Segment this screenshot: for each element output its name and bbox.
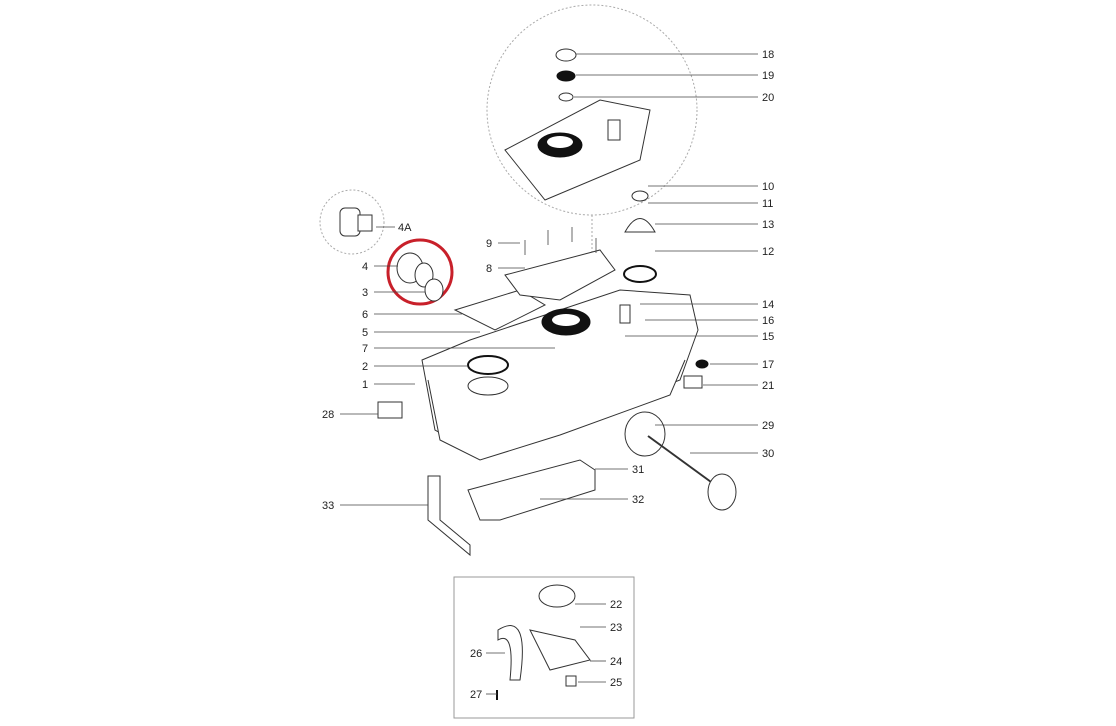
label-9: 9 (486, 238, 492, 250)
label-33: 33 (322, 500, 334, 512)
hinge-parts (496, 584, 591, 700)
detail-valve-parts (504, 48, 651, 201)
label-15: 15 (762, 331, 774, 343)
label-23: 23 (610, 622, 622, 634)
part-32 (467, 459, 596, 521)
label-3: 3 (362, 287, 368, 299)
label-2: 2 (362, 361, 368, 373)
label-21: 21 (762, 380, 774, 392)
label-13: 13 (762, 219, 774, 231)
label-12: 12 (762, 246, 774, 258)
label-31: 31 (632, 464, 644, 476)
label-5: 5 (362, 327, 368, 339)
label-32: 32 (632, 494, 644, 506)
label-6: 6 (362, 309, 368, 321)
tank-body (421, 190, 699, 461)
label-30: 30 (762, 448, 774, 460)
part-33 (427, 475, 471, 557)
leader-lines (340, 53, 758, 695)
part-17 (695, 359, 709, 369)
label-4: 4 (362, 261, 368, 273)
label-28: 28 (322, 409, 334, 421)
part-4-cap (396, 252, 444, 302)
label-4A: 4A (398, 222, 412, 234)
label-7: 7 (362, 343, 368, 355)
label-16: 16 (762, 315, 774, 327)
part-labels: 18 19 20 10 11 13 12 14 16 15 17 21 29 3… (322, 49, 774, 701)
label-1: 1 (362, 379, 368, 391)
part-29 (624, 411, 666, 457)
detail-circle-4A (319, 189, 385, 255)
part-21 (683, 375, 703, 389)
label-20: 20 (762, 92, 774, 104)
part-30 (647, 435, 723, 491)
label-19: 19 (762, 70, 774, 82)
label-14: 14 (762, 299, 774, 311)
label-8: 8 (486, 263, 492, 275)
detail-box-hinge (453, 576, 635, 719)
label-22: 22 (610, 599, 622, 611)
label-29: 29 (762, 420, 774, 432)
highlight-circle (386, 238, 454, 306)
screws-9 (524, 227, 597, 255)
label-25: 25 (610, 677, 622, 689)
label-27: 27 (470, 689, 482, 701)
part-4A-cap (339, 207, 373, 237)
label-26: 26 (470, 648, 482, 660)
part-28 (377, 401, 403, 419)
label-24: 24 (610, 656, 622, 668)
label-18: 18 (762, 49, 774, 61)
label-11: 11 (762, 198, 773, 210)
label-17: 17 (762, 359, 774, 371)
label-10: 10 (762, 181, 774, 193)
